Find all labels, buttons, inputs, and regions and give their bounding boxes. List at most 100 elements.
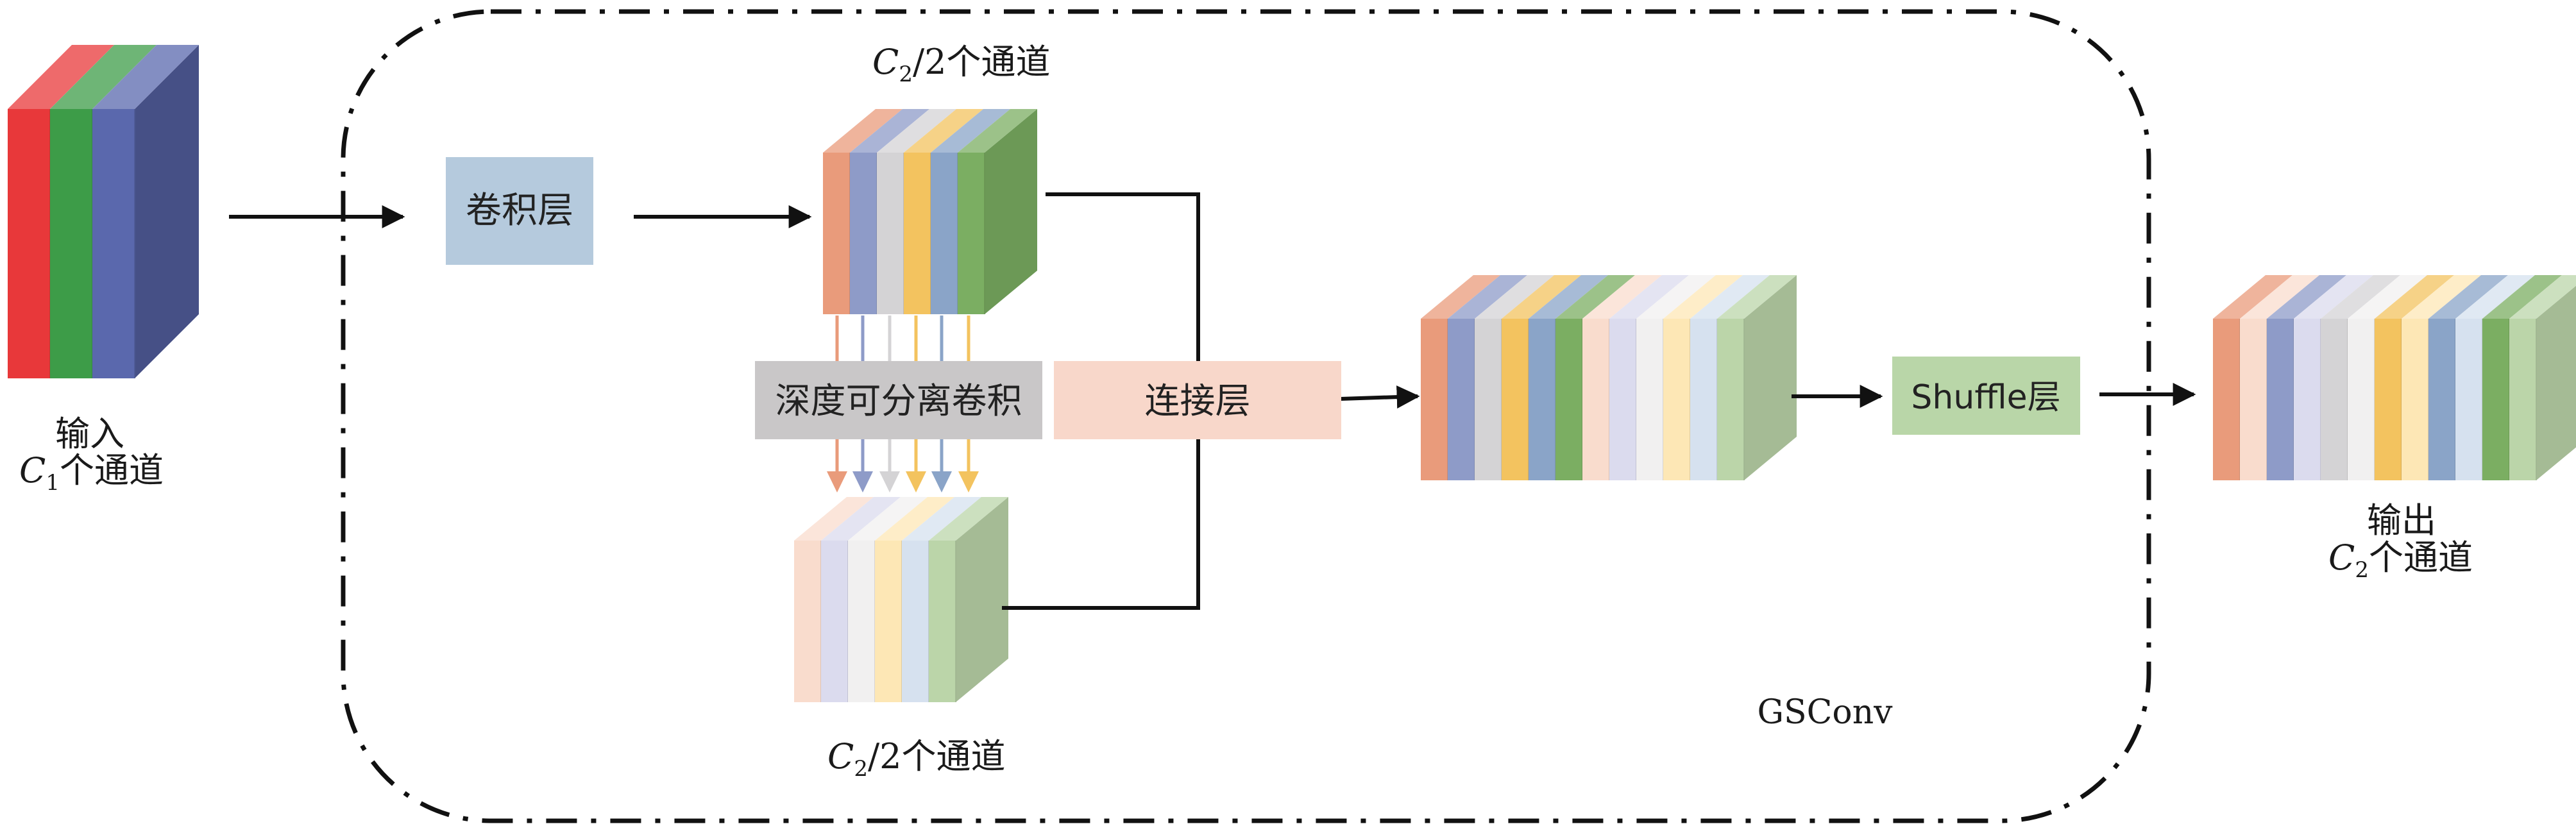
depthwise-arrow-head [931, 471, 952, 492]
concat-output-block [1421, 275, 1797, 480]
concat-slice [1555, 319, 1582, 480]
input-side [135, 45, 199, 378]
depthwise-arrow-head [852, 471, 873, 492]
top-slice [958, 153, 985, 314]
output-label-line1: 输出 [2367, 500, 2436, 541]
output-slice [2482, 319, 2509, 480]
output-slice-top [2348, 275, 2427, 319]
concat-slice-top [1582, 275, 1662, 319]
top-channels-sub: 2 [899, 62, 913, 87]
input-slice [92, 109, 135, 378]
concat-slice-top [1529, 275, 1608, 319]
concat-side [1744, 275, 1797, 480]
concat-slice [1609, 319, 1636, 480]
bottom-slice-top [794, 497, 874, 541]
output-slice-top [2294, 275, 2373, 319]
input-slice [8, 109, 50, 378]
concat-slice-top [1690, 275, 1770, 319]
top-slice [850, 153, 877, 314]
gsconv-module-label: GSConv [1757, 693, 1893, 732]
concat-slice-top [1636, 275, 1716, 319]
bottom-channels-label: C2/2个通道 [827, 736, 1006, 782]
output-slice [2240, 319, 2267, 480]
output-slice [2213, 319, 2240, 480]
top-slice-top [823, 109, 902, 153]
output-channels-sub: 2 [2355, 557, 2369, 583]
concat-slice-top [1663, 275, 1743, 319]
output-slice [2321, 319, 2348, 480]
concat-slice [1582, 319, 1609, 480]
top-slice-top [931, 109, 1010, 153]
concat-slice [1690, 319, 1717, 480]
output-channels-rest: 个通道 [2369, 537, 2473, 578]
output-slice-top [2321, 275, 2400, 319]
concat-slice [1717, 319, 1744, 480]
output-slice-top [2455, 275, 2535, 319]
output-slice-top [2428, 275, 2508, 319]
input-label-line1: 输入 [55, 414, 124, 454]
depthwise-arrow-head [958, 471, 979, 492]
top-channels-var: C [872, 42, 899, 82]
bottom-channels-rest: /2个通道 [868, 736, 1006, 777]
input-label-line2: C1个通道 [19, 450, 164, 496]
output-slice [2428, 319, 2455, 480]
top-slice-top [850, 109, 929, 153]
output-slice-top [2267, 275, 2346, 319]
output-channels-var: C [2328, 537, 2355, 578]
conv-layer-box [446, 157, 593, 265]
concat-slice [1448, 319, 1475, 480]
depthwise-arrow-head [827, 471, 847, 492]
bottom-slice-top [929, 497, 1008, 541]
concat-slice-top [1448, 275, 1527, 319]
input-feature-block [8, 45, 199, 378]
depthwise-arrow-head [906, 471, 926, 492]
top-slice-top [958, 109, 1037, 153]
top-slice [931, 153, 958, 314]
bottom-slice [794, 541, 821, 702]
output-side [2536, 285, 2576, 480]
output-slice-top [2213, 275, 2292, 319]
top-slice [877, 153, 904, 314]
output-slice-top [2402, 275, 2481, 319]
depthwise-arrow-head [879, 471, 900, 492]
top-slice [904, 153, 931, 314]
output-slice [2375, 319, 2402, 480]
output-slice [2267, 319, 2294, 480]
gsconv-boundary [341, 9, 2151, 823]
shuffle-layer-box [1892, 357, 2080, 435]
output-slice-top [2375, 275, 2454, 319]
output-label-line2: C2个通道 [2328, 537, 2473, 583]
bottom-slice-top [848, 497, 928, 541]
input-slice [50, 109, 92, 378]
shuffle-output-block [2213, 275, 2576, 480]
bottom-channels-var: C [827, 736, 854, 777]
concat-slice-top [1555, 275, 1635, 319]
concat-slice [1421, 319, 1448, 480]
bottom-side [956, 497, 1008, 702]
concat-slice [1663, 319, 1690, 480]
output-slice-top [2482, 275, 2562, 319]
top-channels-label: C2/2个通道 [872, 42, 1051, 87]
conv-output-block [823, 109, 1037, 314]
shuffle-layer-label: Shuffle层 [1911, 378, 2060, 417]
input-slice-top [50, 45, 157, 109]
dwconv-box [755, 361, 1042, 439]
bottom-slice-top [902, 497, 981, 541]
bottom-slice [929, 541, 956, 702]
input-channels-rest: 个通道 [60, 450, 164, 491]
concat-slice [1529, 319, 1555, 480]
concat-slice [1475, 319, 1502, 480]
output-slice-top [2509, 275, 2576, 319]
concat-slice-top [1717, 275, 1797, 319]
arrow-concat-to-block [1340, 385, 1420, 409]
bottom-slice [821, 541, 848, 702]
concat-slice-top [1421, 275, 1500, 319]
dwconv-label: 深度可分离卷积 [775, 380, 1022, 421]
top-slice-top [877, 109, 956, 153]
bottom-slice [848, 541, 875, 702]
top-slice-top [904, 109, 983, 153]
concat-slice [1636, 319, 1663, 480]
top-slice [823, 153, 850, 314]
input-slice-top [8, 45, 114, 109]
